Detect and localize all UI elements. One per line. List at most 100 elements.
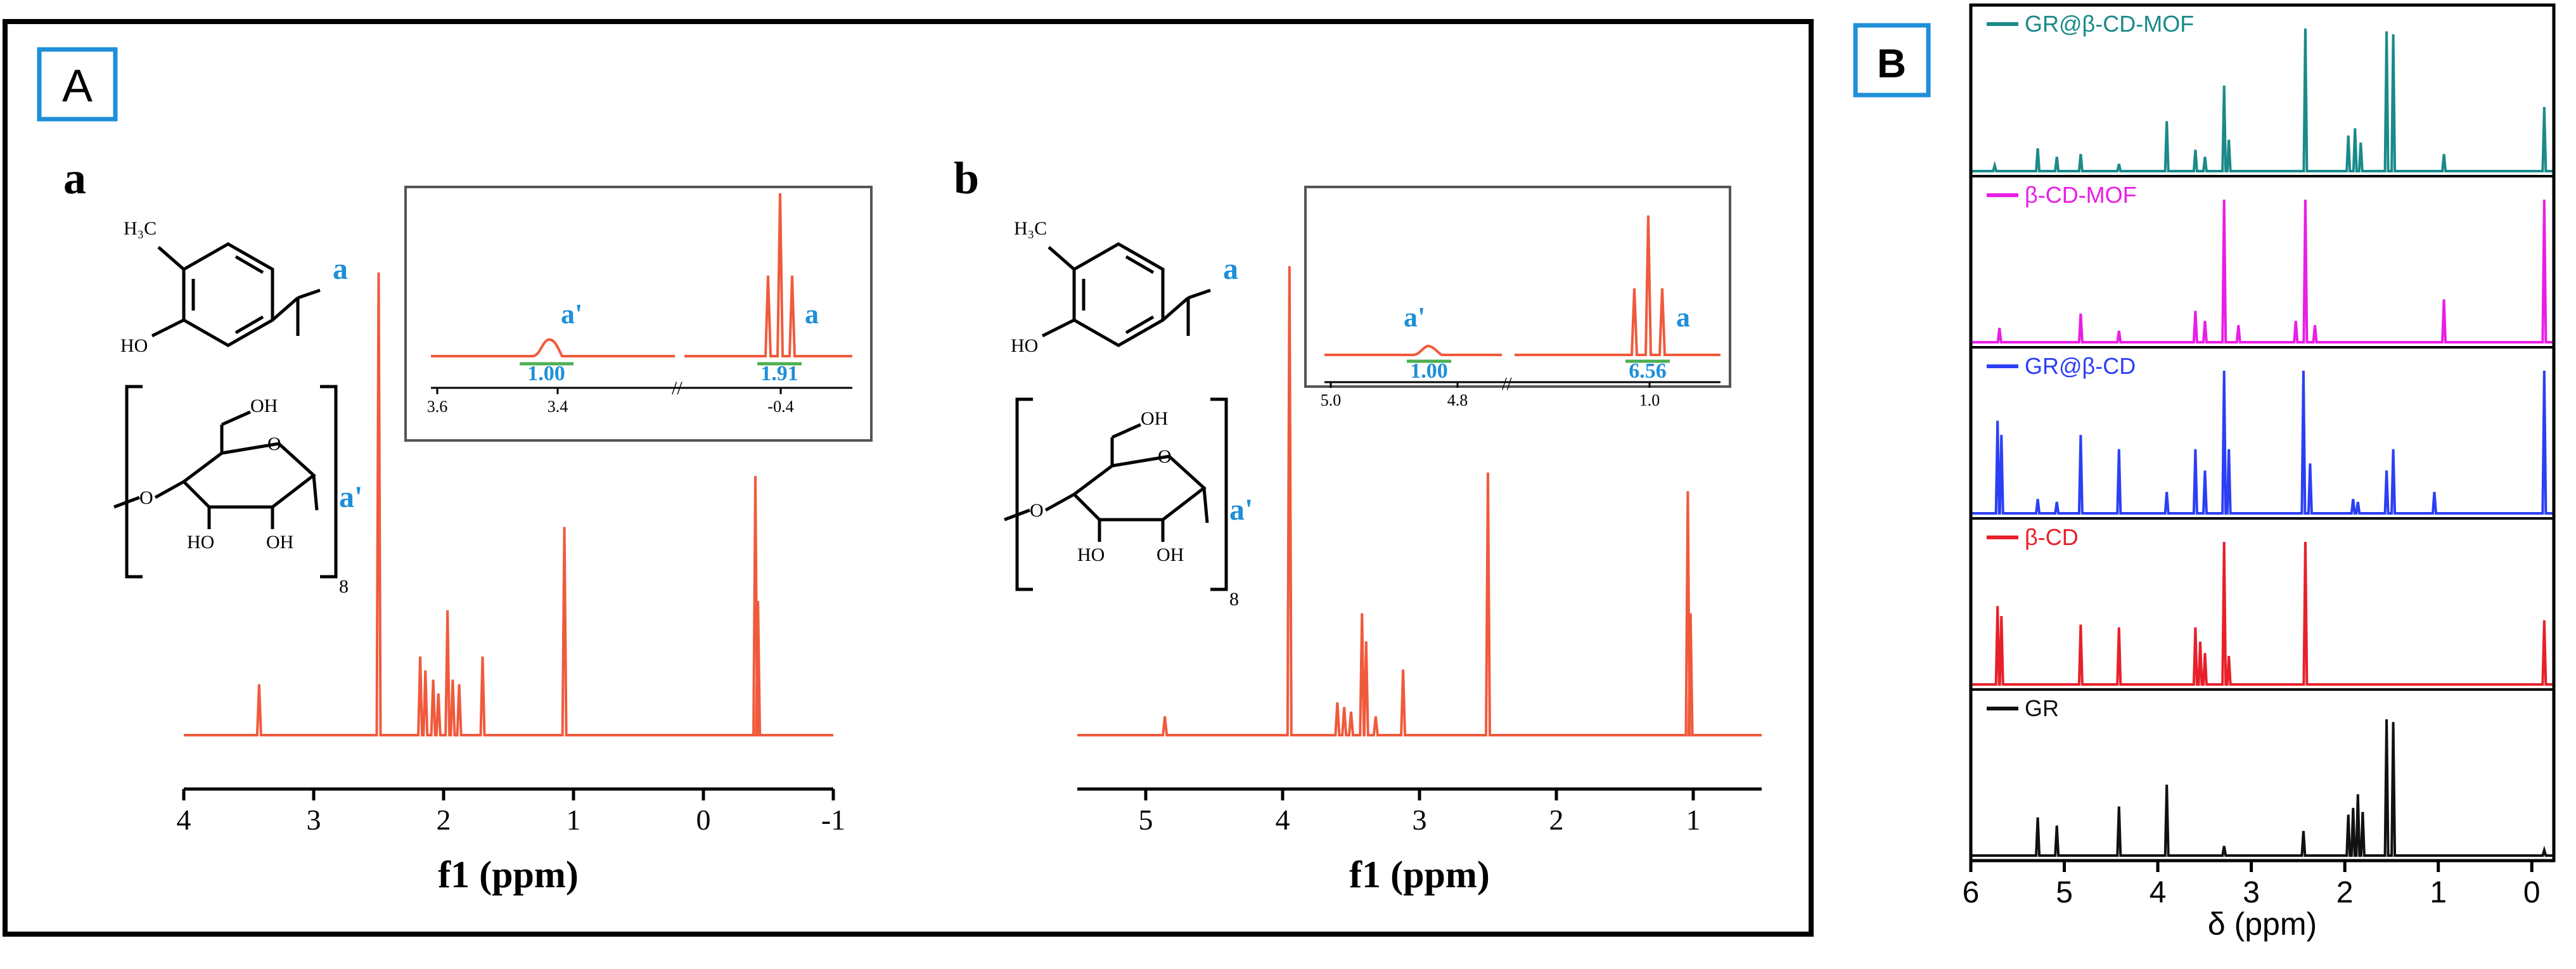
spectrum-b-trace [1077,266,1762,736]
inset-a-tick-label: -0.4 [767,397,793,416]
methyl-label: H₃C [1014,218,1047,239]
panel-a-frame [3,19,1814,937]
ho-label-1: HO [187,532,214,553]
legend-label: GR [2025,695,2059,721]
panel-a-label-box [37,47,118,122]
inset-a-trace-left [431,338,675,357]
repeat-subscript: 8 [1229,589,1239,610]
x-tick-label: 5 [1139,804,1153,836]
thymol-cyclodextrin-structure-a [113,242,338,579]
repeat-subscript: 8 [339,576,349,597]
integral-value-1: 1.00 [1410,359,1448,383]
integral-value-2: 6.56 [1629,359,1667,383]
bracket-right [1210,397,1228,591]
ho-label-1: HO [1077,544,1105,565]
x-tick-label: 6 [1963,876,1980,909]
oh-label: OH [1141,408,1168,429]
bracket-right [320,385,338,579]
ring-oxygen-label: O [267,433,281,454]
oh-label-2: OH [266,532,293,553]
link-oxygen-label: O [139,487,153,508]
x-tick-label: 2 [1549,804,1564,836]
inset-b-frame [1304,186,1731,388]
inset-label-a: a [805,298,819,330]
thymol-cyclodextrin-structure-b [1004,242,1228,591]
x-tick-label: 4 [177,804,191,836]
inset-label-a-prime: a' [561,298,582,330]
bond-methyl [157,246,185,271]
integral-value-2: 1.91 [760,362,798,385]
x-tick-label: 3 [2243,876,2260,909]
bond-hydroxyl [151,318,185,338]
ring-oxygen-label: O [1158,446,1172,467]
axis-break: // [1502,375,1512,394]
panel-b-x-axis-title: δ (ppm) [2208,906,2317,942]
structure-b-text: H₃C HO OH O O HO OH 8 [1011,218,1239,610]
oh-label-2: OH [1157,544,1184,565]
legend-label: β-CD-MOF [2025,182,2137,208]
legend-label: GR@β-CD [2025,353,2136,379]
inset-b-tick-label: 5.0 [1321,391,1342,409]
spectrum-a-x-axis-title: f1 (ppm) [438,854,579,895]
x-tick-label: -1 [821,804,845,836]
x-tick-label: 1 [2430,876,2447,909]
bond-methyl [1048,246,1075,271]
inset-a-frame [404,186,873,442]
x-tick-label: 0 [696,804,711,836]
bracket-left [125,385,143,579]
subpanel-b-label: b [954,153,979,203]
x-tick-label: 4 [2150,876,2167,909]
inset-a: 1.00 1.91 a' a // 3.6 3.4 -0.4 [404,186,873,442]
x-tick-label: 0 [2523,876,2541,909]
spectrum-b-x-axis-title: f1 (ppm) [1349,854,1490,895]
oh-label: OH [250,395,278,416]
proton-a-prime-label: a' [1229,493,1253,527]
ring-double-bond [234,255,264,274]
bond-anomeric [1202,487,1209,523]
bond-ch2oh-2 [1111,423,1142,439]
proton-a-label: a [333,252,348,286]
axis-break: // [672,378,682,399]
ring-double-bond [1125,255,1155,274]
panel-b-label-box [1853,23,1931,98]
inset-b-trace-right [1515,215,1721,356]
series-trace [1971,28,2554,172]
series-trace [1971,719,2554,857]
bond-isopropyl [1162,297,1189,321]
x-tick-label: 3 [1413,804,1427,836]
bond-hydroxyl [1041,318,1075,338]
panel-b-label: B [1877,41,1906,86]
bond-o-link-left [1044,492,1075,512]
proton-a-label: a [1223,252,1238,286]
bond-ch2oh-2 [221,410,252,427]
x-tick-label: 2 [2336,876,2354,909]
series-trace [1971,199,2554,343]
inset-b: 1.00 6.56 a' a // 5.0 4.8 1.0 [1304,186,1731,409]
bond-isopropyl [271,297,299,321]
legend-label: β-CD [2025,524,2079,550]
integral-value-1: 1.00 [527,362,565,385]
inset-b-trace-left [1324,344,1502,356]
proton-a-prime-label: a' [339,480,362,514]
bond-isopropyl-me1 [1188,288,1211,300]
x-tick-label: 2 [437,804,451,836]
panel-a-label: A [62,61,93,112]
ring-double-bond [234,315,264,335]
ring-double-bond [1125,315,1155,335]
bond-isopropyl-me1 [297,288,321,300]
hydroxyl-label: HO [1011,335,1038,356]
methyl-label: H₃C [124,218,157,239]
inset-label-a: a [1676,302,1690,333]
series-trace [1971,541,2554,686]
inset-a-tick-label: 3.4 [548,397,568,416]
x-tick-label: 5 [2056,876,2073,909]
bond-o-link-left [154,480,185,499]
x-tick-label: 1 [567,804,581,836]
bracket-left [1015,397,1033,591]
panel-b-frame [1969,3,2556,863]
bond-anomeric [312,475,319,511]
